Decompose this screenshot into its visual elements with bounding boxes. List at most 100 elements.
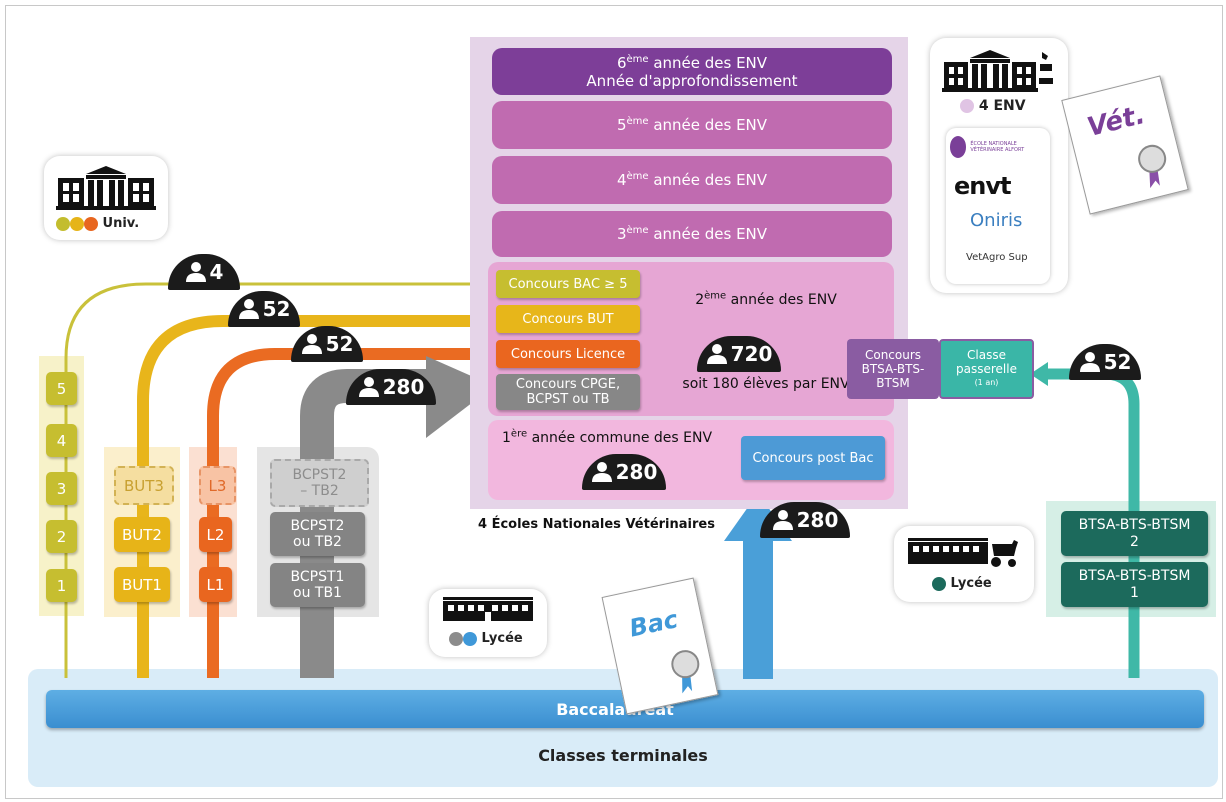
year2-title: 2ème année des ENV [646, 290, 886, 308]
env-count-label: 4 ENV [978, 98, 1026, 114]
year1-title: 1ère année commune des ENV [502, 428, 762, 446]
concours-bts-line1: Concours [864, 348, 922, 362]
seal-ribbon-icon [1138, 144, 1167, 189]
year6-text: année des ENV [648, 53, 768, 72]
bts1-box: BTSA-BTS-BTSM 1 [1061, 562, 1208, 607]
year4-number: 4 [616, 171, 627, 189]
person-icon [706, 344, 727, 364]
cpge-level1-line2: ou TB1 [293, 585, 342, 601]
year5-sup: ème [626, 116, 649, 127]
cpge-count-badge: 280 [346, 369, 436, 405]
env-block-label: 4 Écoles Nationales Vétérinaires [478, 517, 715, 532]
concours-licence-label: Concours Licence [510, 346, 626, 362]
year3-text: année des ENV [648, 225, 768, 243]
lycee-general-card: Lycée [429, 589, 547, 657]
univ-legend: Univ. [56, 216, 166, 231]
cpge-flow-line [300, 369, 446, 678]
l1-label: L1 [206, 575, 225, 594]
licence-count: 52 [325, 332, 354, 356]
school-vetagro: VetAgro Sup [966, 252, 1028, 263]
bac-diploma-label: Bac [626, 605, 681, 643]
lycee-dot-green [932, 576, 946, 591]
univ-level-label: 1 [56, 576, 67, 595]
cpge-level3-line2: – TB2 [300, 483, 339, 499]
but2-label: BUT2 [122, 525, 162, 544]
univ-flow-line [64, 282, 484, 678]
univ-level-5-box: 5 [46, 372, 77, 405]
lycee-farm-icon [908, 538, 1018, 567]
postbac-count-badge: 280 [760, 502, 850, 538]
bcpst2-tb2-box: BCPST2 – TB2 [270, 459, 369, 507]
concours-but-box: Concours BUT [496, 305, 640, 333]
env-schools-list: ÉCOLE NATIONALE VÉTÉRINAIRE ALFORT envt … [946, 128, 1050, 284]
alfort-logo-icon [950, 136, 967, 158]
year2-count: 720 [730, 342, 773, 366]
year3-number: 3 [616, 225, 627, 243]
concours-bts-line2: BTSA-BTS- [861, 362, 925, 376]
concours-licence-box: Concours Licence [496, 340, 640, 368]
cpge-level3-line1: BCPST2 [292, 467, 347, 483]
bts-count-badge: 52 [1069, 344, 1141, 380]
year5-bar: 5ème année des ENV [492, 101, 892, 149]
bts2-box: BTSA-BTS-BTSM 2 [1061, 511, 1208, 556]
year4-sup: ème [626, 171, 649, 182]
concours-cpge-line1: Concours CPGE, [515, 377, 621, 392]
univ-label: Univ. [102, 216, 140, 231]
bac-diploma: Bac [601, 577, 719, 715]
concours-cpge-line2: BCPST ou TB [526, 392, 610, 407]
school-oniris: Oniris [970, 210, 1023, 231]
cpge-level2-line2: ou TB2 [293, 534, 342, 550]
licence-count-badge: 52 [291, 326, 363, 362]
lycee-general-label: Lycée [481, 631, 523, 646]
l2-label: L2 [206, 525, 225, 544]
but-flow-line [137, 315, 476, 678]
person-icon [185, 262, 206, 282]
bts2-line2: 2 [1130, 533, 1139, 550]
vet-diploma: Vét. [1061, 75, 1189, 215]
cpge-level2-line1: BCPST2 [290, 518, 345, 534]
l3-label: L3 [208, 476, 227, 495]
bcpst2-box: BCPST2 ou TB2 [270, 512, 365, 556]
env-dot-pink [960, 99, 974, 113]
year6-bar: 6ème année des ENV Année d'approfondisse… [492, 48, 892, 95]
bcpst1-box: BCPST1 ou TB1 [270, 563, 365, 607]
year1-sup: ère [510, 428, 528, 440]
seal-ribbon-icon [671, 650, 700, 694]
lycee-building-icon [443, 597, 533, 621]
univ-level-label: 5 [56, 379, 67, 398]
concours-post-bac-label: Concours post Bac [752, 450, 874, 466]
year3-bar: 3ème année des ENV [492, 211, 892, 257]
person-icon [591, 462, 612, 482]
concours-bac-box: Concours BAC ≥ 5 [496, 270, 640, 298]
passerelle-line2: passerelle [956, 362, 1017, 376]
year4-bar: 4ème année des ENV [492, 156, 892, 204]
concours-but-label: Concours BUT [522, 311, 614, 327]
postbac-count: 280 [796, 508, 839, 532]
env-card: 4 ENV ÉCOLE NATIONALE VÉTÉRINAIRE ALFORT… [930, 38, 1068, 293]
l3-box: L3 [199, 466, 236, 505]
lycee-agri-card: Lycée [894, 526, 1034, 602]
bts1-line2: 1 [1130, 584, 1139, 601]
but2-box: BUT2 [114, 517, 170, 552]
year5-number: 5 [616, 116, 627, 134]
univ-level-2-box: 2 [46, 520, 77, 553]
school-alfort: ÉCOLE NATIONALE VÉTÉRINAIRE ALFORT [950, 136, 1046, 158]
univ-level-1-box: 1 [46, 569, 77, 602]
year2-sup: ème [704, 290, 727, 302]
year5-text: année des ENV [648, 116, 768, 134]
person-icon [1079, 352, 1100, 372]
cpge-flow-arrowhead [426, 356, 494, 438]
year2-number: 2 [695, 292, 705, 308]
cpge-count: 280 [382, 375, 425, 399]
univ-dot-orange [84, 216, 98, 231]
lycee-agri-label: Lycée [950, 576, 992, 591]
univ-level-label: 4 [56, 431, 67, 450]
univ-level-label: 2 [56, 527, 67, 546]
concours-bts-line3: BTSM [876, 376, 910, 390]
l1-box: L1 [199, 567, 232, 602]
alfort-label: ÉCOLE NATIONALE VÉTÉRINAIRE ALFORT [970, 141, 1025, 153]
university-building-icon [56, 166, 156, 210]
univ-level-3-box: 3 [46, 472, 77, 505]
bts2-line1: BTSA-BTS-BTSM [1078, 516, 1191, 533]
concours-post-bac-box: Concours post Bac [741, 436, 885, 480]
